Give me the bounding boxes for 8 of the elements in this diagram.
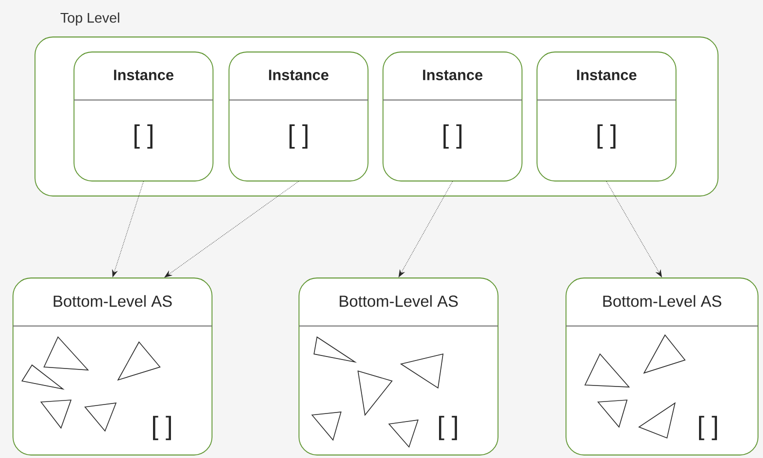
instance-box: Instance [ ]	[382, 52, 522, 182]
instance-box: Instance [ ]	[228, 52, 368, 182]
structure-box: Bottom-Level AS [ ]	[566, 278, 758, 456]
structure-box: Bottom-Level AS [ ]	[298, 278, 498, 456]
instance-box: Instance [ ]	[536, 52, 676, 182]
instance-box: Instance [ ]	[74, 52, 214, 182]
structure-box: Bottom-Level AS [ ]	[12, 278, 212, 456]
node-label: Top Level	[60, 12, 120, 26]
